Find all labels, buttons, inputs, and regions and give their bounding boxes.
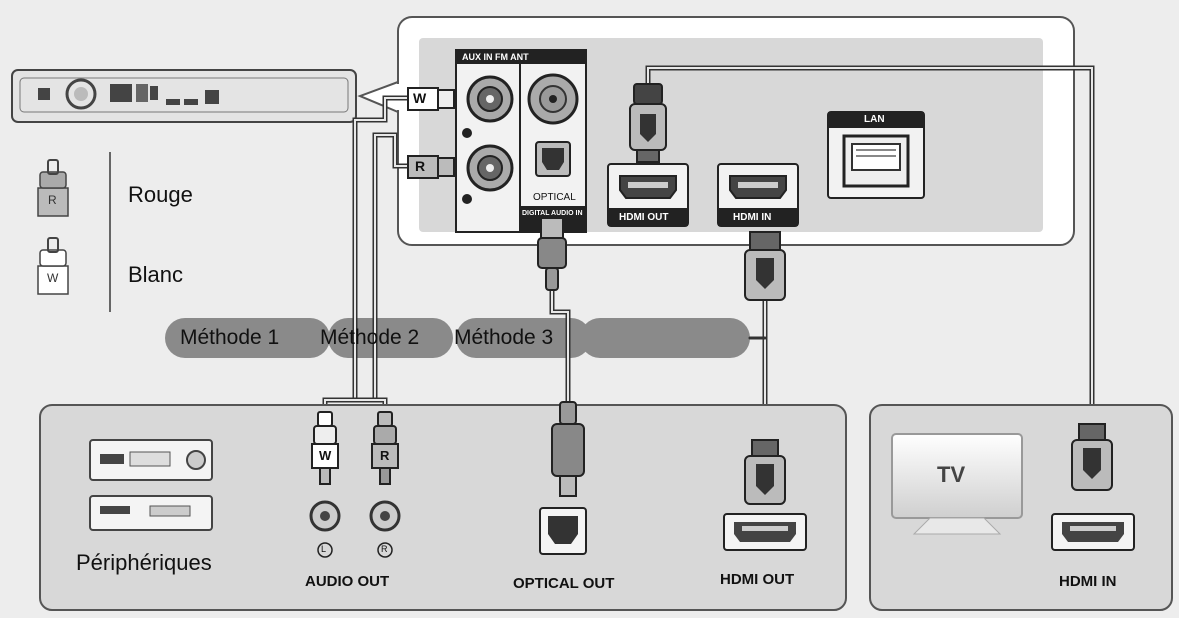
tv-panel — [869, 404, 1173, 611]
audio-out-l-mark: L — [321, 544, 327, 554]
digital-audio-in-label: DIGITAL AUDIO IN — [522, 210, 583, 217]
audio-out-label: AUDIO OUT — [305, 573, 390, 590]
main-unit-panel — [357, 16, 1075, 246]
unit-hdmi-in-label: HDMI IN — [733, 212, 772, 223]
legend-red-label: Rouge — [128, 182, 193, 207]
player-front-icon — [11, 69, 357, 123]
optical-out-label: OPTICAL OUT — [513, 575, 615, 592]
peripheral-hdmi-out-label: HDMI OUT — [720, 571, 795, 588]
unit-w-plug-letter: W — [413, 90, 427, 106]
legend-white-plug-letter: W — [47, 271, 59, 285]
optical-label: OPTICAL — [533, 192, 576, 203]
lan-label: LAN — [864, 114, 885, 125]
audio-out-r-mark: R — [381, 544, 388, 554]
tv-hdmi-in-label: HDMI IN — [1059, 573, 1117, 590]
peripherals-panel — [39, 401, 847, 611]
peripherals-title: Périphériques — [76, 550, 212, 575]
legend-white-label: Blanc — [128, 262, 184, 287]
method-2-label: Méthode 2 — [320, 326, 420, 349]
unit-hdmi-out-label: HDMI OUT — [619, 212, 669, 223]
unit-r-plug-letter: R — [415, 158, 426, 174]
unit-plugs — [407, 83, 786, 301]
tv-screen-label: TV — [937, 462, 966, 487]
peripheral-r-plug-letter: R — [380, 448, 390, 463]
legend-red-plug-letter: R — [48, 193, 57, 207]
aux-in-fm-ant-label: AUX IN FM ANT — [462, 52, 529, 62]
method-3-label: Méthode 3 — [454, 326, 554, 349]
method-pills — [165, 318, 750, 358]
method-1-label: Méthode 1 — [180, 326, 280, 349]
peripheral-w-plug-letter: W — [319, 448, 332, 463]
legend-graphics — [37, 152, 111, 312]
